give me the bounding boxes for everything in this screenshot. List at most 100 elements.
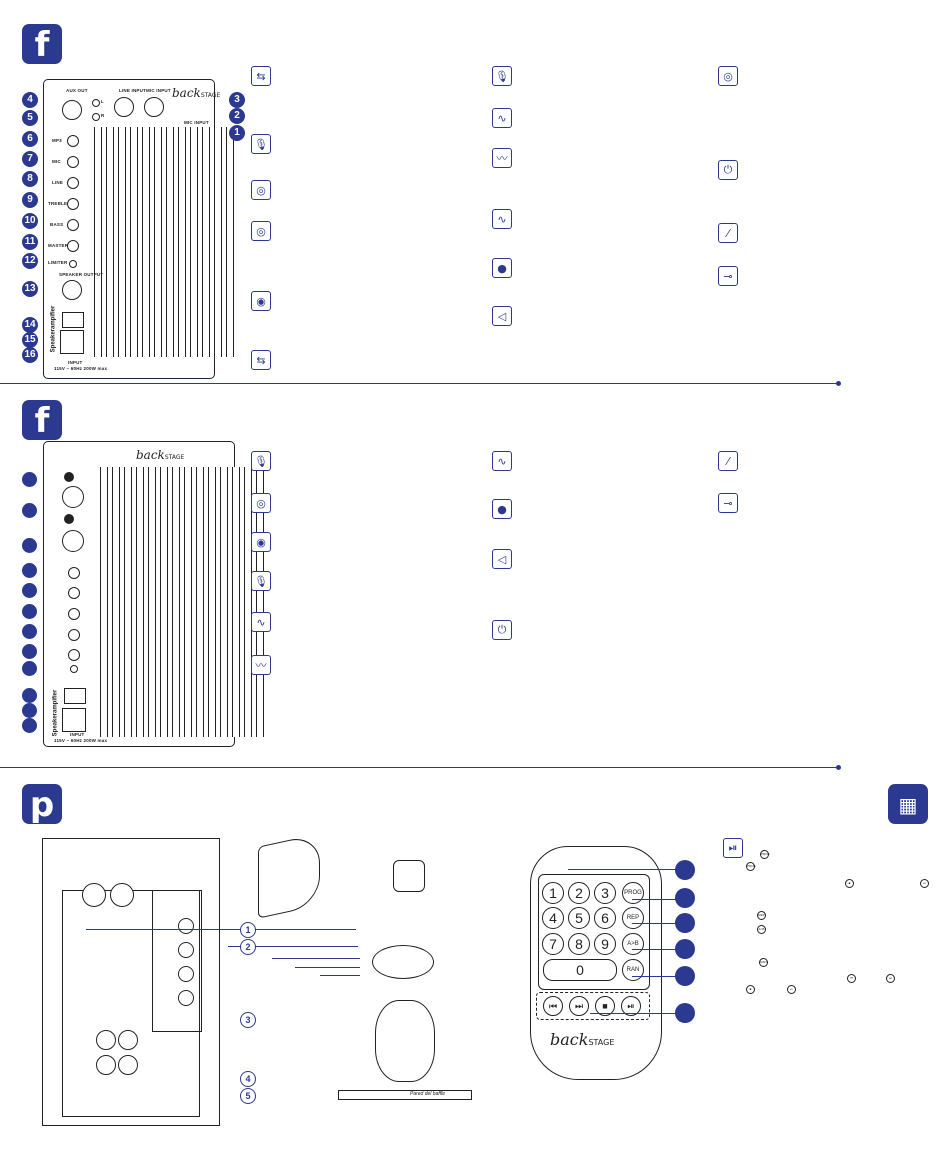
callout-dot xyxy=(22,688,37,703)
xlr-output xyxy=(62,530,84,552)
remote-key-4[interactable]: 4 xyxy=(542,907,564,929)
remote-key-0[interactable]: 0 xyxy=(543,959,617,981)
bass-label: BASS xyxy=(50,222,64,227)
remote-ran-key[interactable]: RAN xyxy=(622,959,644,981)
mic-knob xyxy=(67,156,79,168)
dot-knob-icon: ● xyxy=(492,258,512,278)
remote-key-1[interactable]: 1 xyxy=(542,882,564,904)
remote-rep-key[interactable]: REP xyxy=(622,907,644,929)
treble-knob xyxy=(67,198,79,210)
microphone-icon: 🎙︎ xyxy=(251,134,271,154)
woofer-illustration xyxy=(258,833,320,919)
power-switch-2 xyxy=(64,688,86,704)
microphone-icon-4: 🎙︎ xyxy=(251,571,271,591)
limiter-led xyxy=(69,260,77,268)
remote-callout-line-1 xyxy=(568,869,676,870)
knob-d xyxy=(68,629,80,641)
sine-wave-icon-2: ∿ xyxy=(492,451,512,471)
knob-e xyxy=(68,649,80,661)
power-switch xyxy=(62,312,84,328)
wiring-callout-1: 1 xyxy=(240,922,256,938)
enclosure-port xyxy=(178,942,194,958)
waveform-icon: ∿ xyxy=(492,108,512,128)
remote-prog-key[interactable]: PROG xyxy=(622,882,644,904)
callout-14: 14 xyxy=(22,317,38,333)
fuse-icon: ⁄ xyxy=(718,223,738,243)
knob-a xyxy=(68,567,80,579)
mini-stop-icon-2: ■ xyxy=(746,985,755,994)
mini-next-icon: ⏭ xyxy=(886,974,895,983)
aux-out-label: AUX OUT xyxy=(66,88,88,93)
wiring-callout-3: 3 xyxy=(240,1012,256,1028)
section-badge-p: p xyxy=(22,784,62,825)
enclosure-port xyxy=(178,918,194,934)
callout-dot xyxy=(22,538,37,553)
input-spec-2: 115V ~ 60Hz 200W max xyxy=(54,738,108,743)
previous-icon[interactable]: ⏮ xyxy=(543,996,563,1016)
line-input-connector xyxy=(114,97,134,117)
callout-dot xyxy=(22,472,37,487)
wire-2 xyxy=(228,946,358,947)
wiring-callout-4: 4 xyxy=(240,1071,256,1087)
remote-callout-line-3 xyxy=(632,923,676,924)
section-divider-1 xyxy=(0,381,841,386)
amp-cutout xyxy=(152,890,202,1032)
callout-dot xyxy=(22,644,37,659)
section-badge-f: f xyxy=(22,24,62,65)
heatsink-fins xyxy=(94,127,238,357)
remote-callout-dot xyxy=(675,1003,695,1023)
mic-input-label-2: MIC INPUT xyxy=(184,120,209,125)
remote-callout-dot xyxy=(675,966,695,986)
speaker-stand-assembly xyxy=(375,1000,435,1082)
r-label: R xyxy=(101,113,105,118)
xlr-input-icon: ◉ xyxy=(251,532,271,552)
wire-5 xyxy=(320,975,360,976)
remote-callout-line-6 xyxy=(590,1013,676,1014)
mic-input-label: MIC INPUT xyxy=(146,88,171,93)
usb-icon: ⇆ xyxy=(251,66,271,86)
callout-15: 15 xyxy=(22,332,38,348)
remote-key-5[interactable]: 5 xyxy=(568,907,590,929)
remote-key-9[interactable]: 9 xyxy=(594,933,616,955)
callout-2: 2 xyxy=(229,108,245,124)
remote-key-8[interactable]: 8 xyxy=(568,933,590,955)
power-plug-icon: ⊸ xyxy=(718,266,738,286)
speaker-enclosure xyxy=(42,838,220,1126)
knob-c xyxy=(68,608,80,620)
mic-input-connector xyxy=(144,97,164,117)
wire-4 xyxy=(295,967,360,968)
remote-key-3[interactable]: 3 xyxy=(594,882,616,904)
mini-rep-icon: REP xyxy=(757,911,766,920)
xlr-connector xyxy=(62,486,84,508)
enclosure-port xyxy=(96,1055,116,1075)
remote-key-7[interactable]: 7 xyxy=(542,933,564,955)
enclosure-port xyxy=(82,883,106,907)
l-label: L xyxy=(101,99,104,104)
heatsink-fins-2 xyxy=(100,467,268,737)
play-pause-icon[interactable]: ⏯ xyxy=(621,996,641,1016)
input-spec: 115V ~ 60Hz 200W max xyxy=(54,366,108,371)
wall-bar xyxy=(338,1090,472,1100)
stop-icon[interactable]: ■ xyxy=(595,996,615,1016)
remote-key-6[interactable]: 6 xyxy=(594,907,616,929)
dual-jack-icon: ◎ xyxy=(251,221,271,241)
wiring-callout-5: 5 xyxy=(240,1088,256,1104)
speaker-mute-icon: ◁ xyxy=(492,306,512,326)
callout-1: 1 xyxy=(229,125,245,141)
callout-dot xyxy=(22,503,37,518)
next-icon[interactable]: ⏭ xyxy=(569,996,589,1016)
callout-10: 10 xyxy=(22,213,38,229)
tweeter-illustration xyxy=(393,860,425,892)
remote-ab-key[interactable]: A>B xyxy=(622,933,644,955)
callout-11: 11 xyxy=(22,234,38,250)
mic-label: MIC xyxy=(52,159,61,164)
knob-b xyxy=(68,587,80,599)
remote-callout-dot xyxy=(675,860,695,880)
master-knob xyxy=(67,240,79,252)
input-label: INPUT xyxy=(68,360,83,365)
remote-key-2[interactable]: 2 xyxy=(568,882,590,904)
power-inlet-2 xyxy=(62,708,86,732)
enclosure-port xyxy=(178,966,194,982)
callout-dot xyxy=(22,661,37,676)
power-inlet xyxy=(60,330,84,354)
